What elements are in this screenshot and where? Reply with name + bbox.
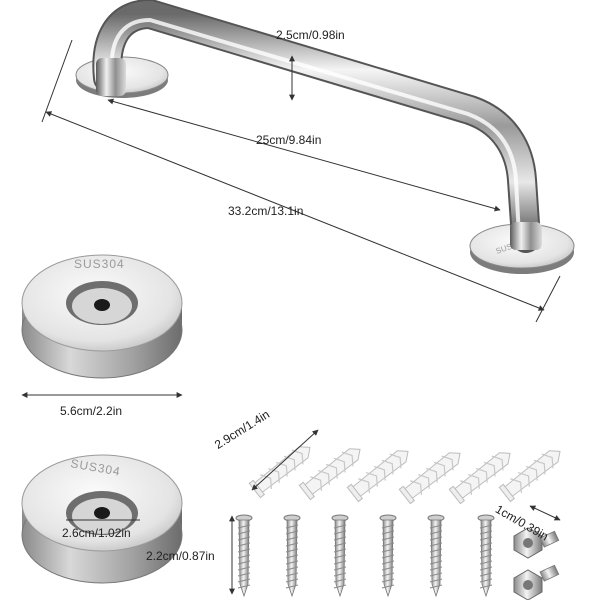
machine-bolt-1: [513, 527, 560, 559]
machine-bolt-2: [513, 564, 560, 600]
wood-screw: [283, 514, 301, 598]
bar-tube: [92, 0, 541, 253]
wall-anchor: [346, 450, 409, 503]
wood-screw: [235, 514, 253, 598]
right-leg-collar: [510, 222, 542, 250]
flange-cover-bottom: SUS304: [21, 454, 183, 584]
flange-cover-top: SUS304: [21, 254, 183, 379]
left-leg-collar: [96, 58, 126, 96]
wood-screws: [235, 514, 495, 598]
wood-screw: [331, 514, 349, 598]
anchor-length-line: [251, 429, 319, 491]
bolt-length-line: [529, 505, 561, 521]
wall-anchor: [398, 452, 461, 505]
wood-screw: [427, 514, 445, 598]
flange-stamp-text: SUS304: [74, 257, 125, 271]
flange-diameter-label: 5.6cm/2.2in: [60, 404, 123, 418]
grab-bar: SUS304: [75, 0, 575, 274]
center-distance-label: 25cm/9.84in: [256, 133, 322, 147]
wood-screw: [477, 514, 495, 598]
wood-screw: [379, 514, 397, 598]
wall-anchor: [448, 452, 511, 505]
bar-dimension-lines: [41, 39, 561, 323]
overall-length-label: 33.2cm/13.1in: [228, 204, 304, 218]
tube-diameter-label: 2.5cm/0.98in: [276, 28, 345, 42]
flange-hole-label: 2.6cm/1.02in: [62, 526, 131, 540]
wall-anchor: [498, 450, 561, 503]
screw-length-label: 2.2cm/0.87in: [146, 549, 215, 563]
